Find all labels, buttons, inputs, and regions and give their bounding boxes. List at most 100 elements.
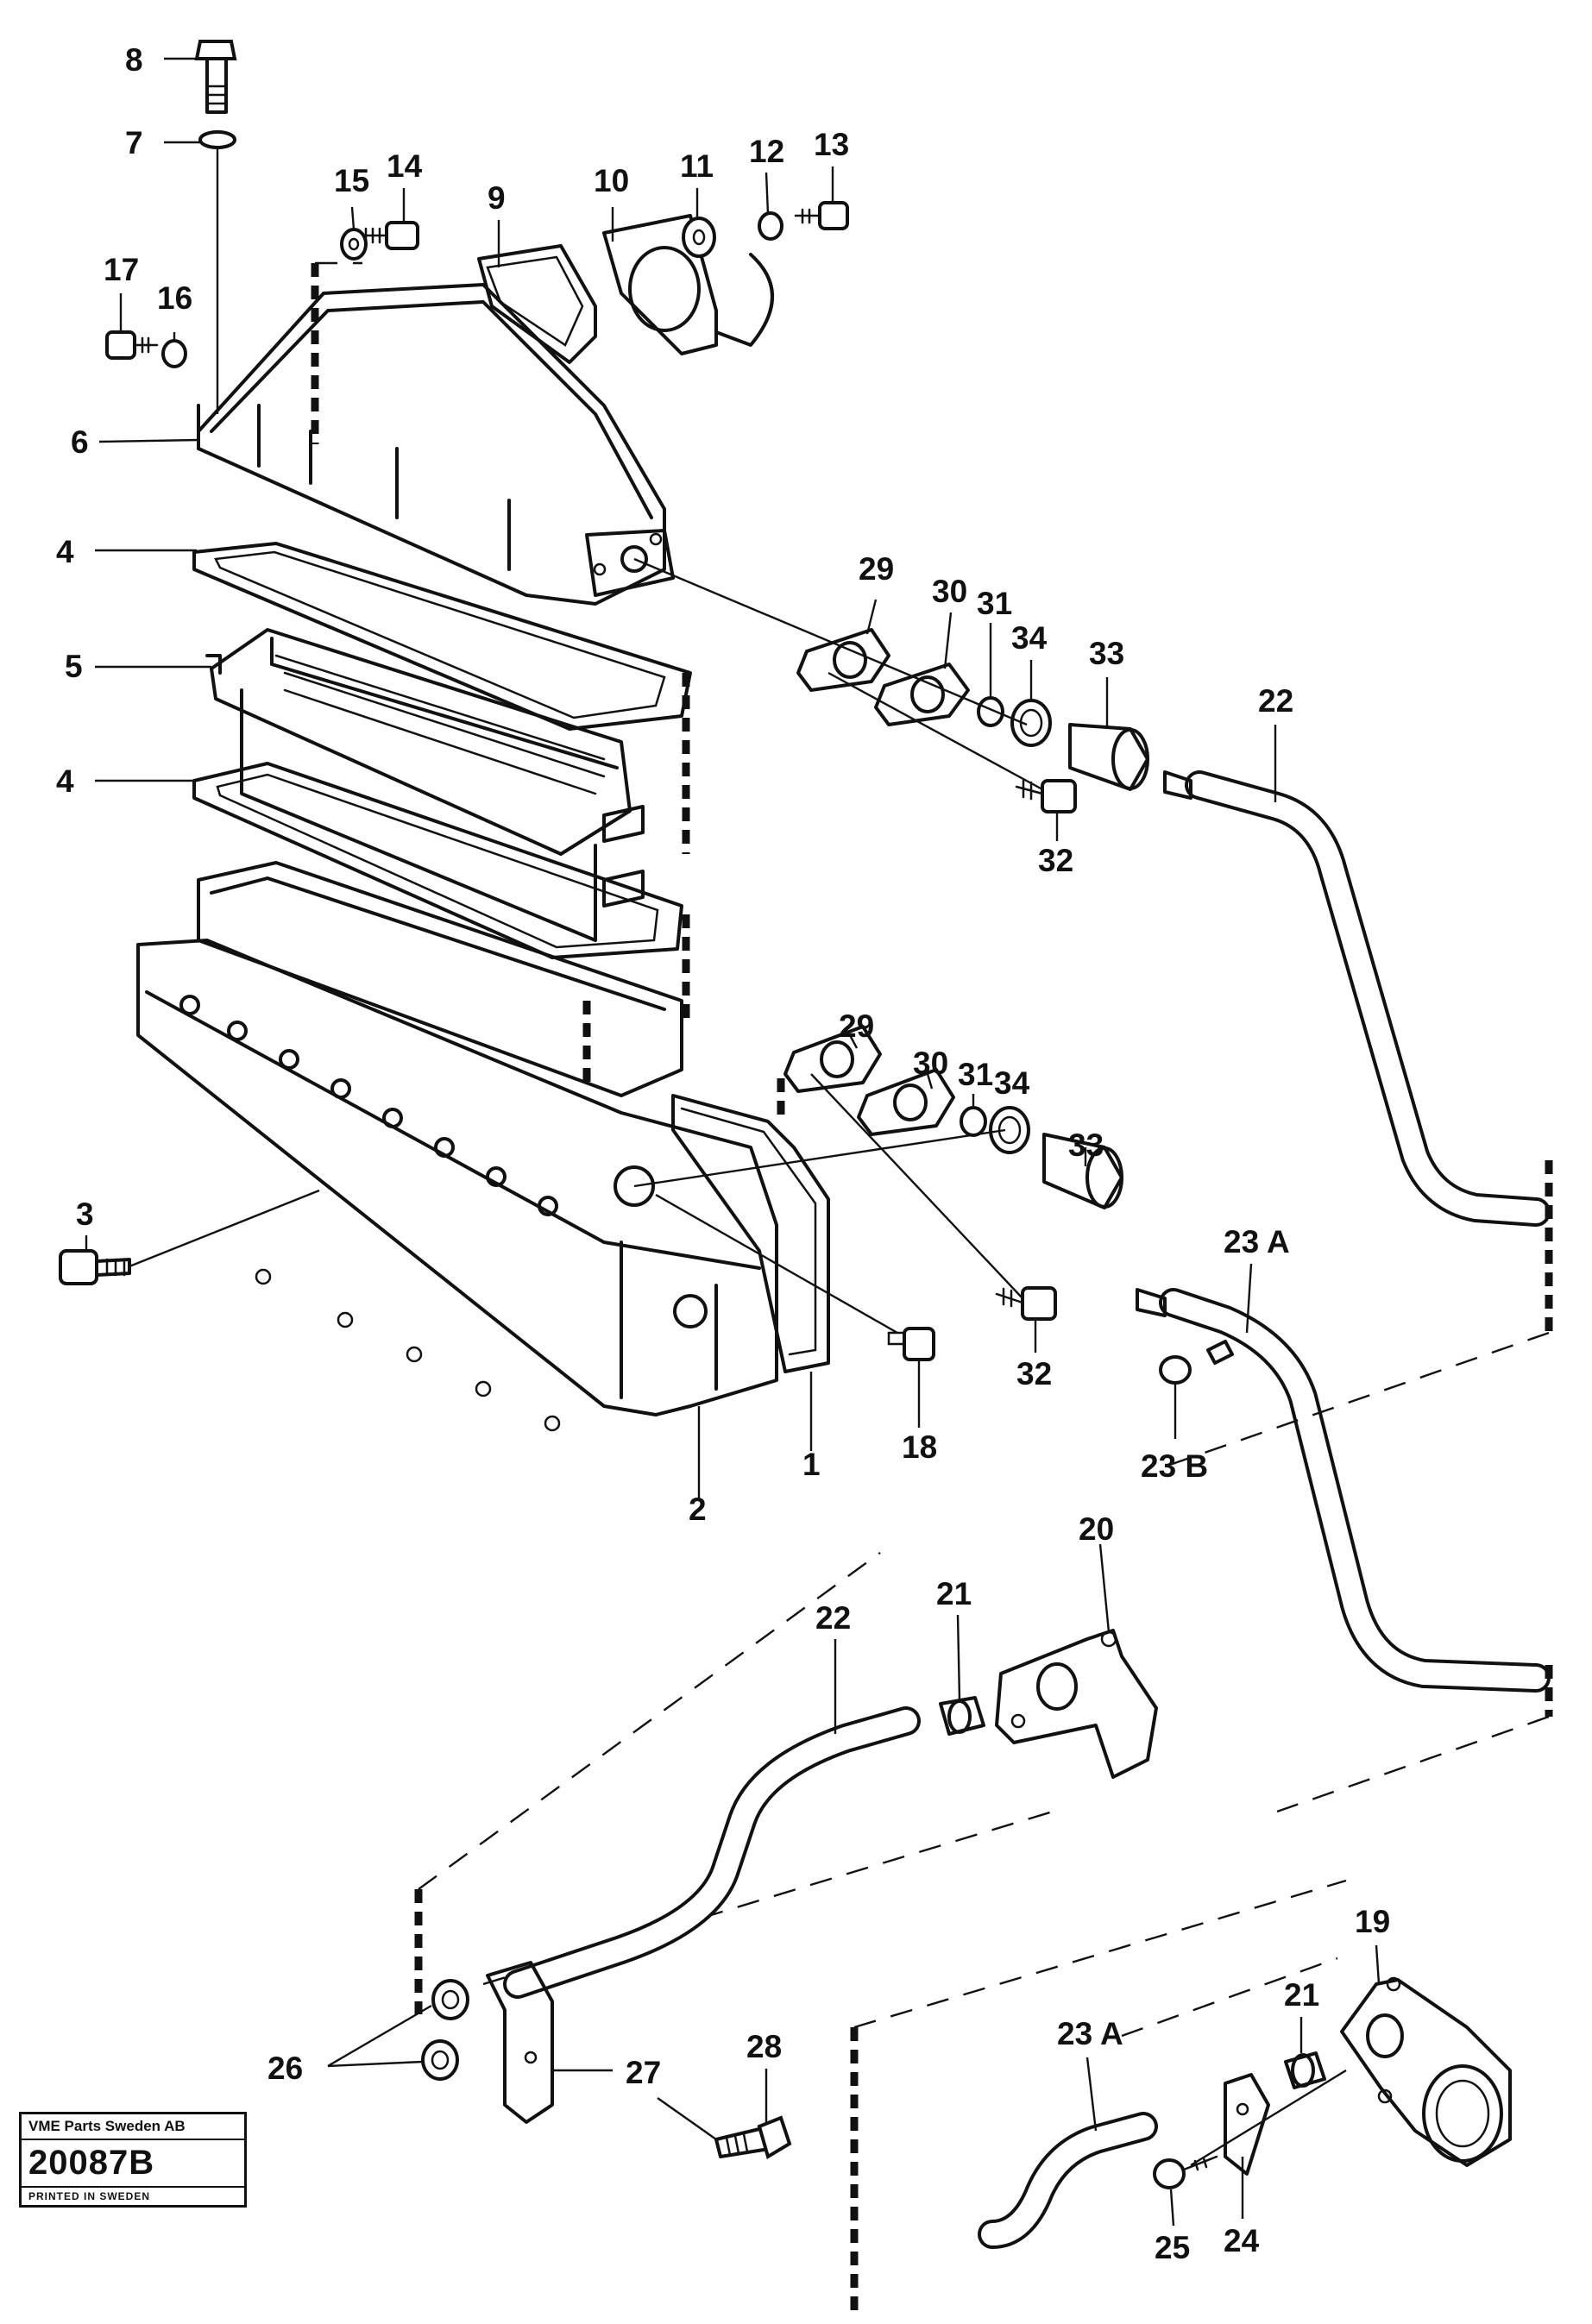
- leader-12: [765, 172, 770, 215]
- callout-21b: 21: [1284, 1977, 1319, 2013]
- flange-29-upper: [796, 628, 890, 692]
- washer-16: [161, 339, 187, 368]
- callout-28: 28: [746, 2029, 782, 2064]
- pipe-23a: [1136, 1288, 1551, 1693]
- dash-connect-1: [418, 1552, 881, 1890]
- dash-connect-4: [1276, 1715, 1550, 1813]
- callout-32b: 32: [1016, 1356, 1052, 1391]
- callout-4b: 4: [56, 763, 74, 799]
- bolt-28: [714, 2115, 792, 2160]
- leader-19: [1375, 1944, 1381, 1985]
- callout-23B: 23 B: [1141, 1448, 1208, 1484]
- callout-33a: 33: [1089, 636, 1124, 671]
- hose-33-lower: [1042, 1133, 1123, 1209]
- leader-27-axis: [657, 2097, 717, 2140]
- rubber-26-lower: [421, 2039, 459, 2081]
- nipple-23b: [1159, 1340, 1234, 1385]
- washer-15: [340, 228, 368, 261]
- leader-18-axis: [655, 1193, 898, 1335]
- bolt-14: [356, 221, 419, 250]
- callout-21a: 21: [936, 1576, 972, 1611]
- callout-31a: 31: [977, 586, 1012, 621]
- gasket-4-lower: [192, 762, 683, 959]
- leader-lower-right-axis: [1190, 2069, 1347, 2167]
- gasket-4-upper: [192, 542, 692, 731]
- leader-lower-axis: [633, 1128, 1006, 1188]
- callout-11: 11: [680, 148, 714, 184]
- cooler-core: [205, 628, 645, 942]
- elbow-20: [995, 1629, 1158, 1779]
- leader-29a: [865, 599, 878, 635]
- leader-32b-axis: [810, 1073, 1023, 1299]
- leader-30b: [926, 1073, 934, 1090]
- dash-connect-5: [853, 1879, 1347, 2029]
- leader-29b: [848, 1034, 859, 1049]
- drawing-stamp: VME Parts Sweden AB 20087B PRINTED IN SW…: [19, 2112, 247, 2208]
- callout-22a: 22: [1258, 683, 1293, 719]
- leader-32a-axis: [827, 671, 1043, 791]
- gasket-9: [477, 244, 597, 364]
- flange-30-upper: [874, 663, 970, 726]
- callout-29b: 29: [839, 1008, 874, 1044]
- callout-9: 9: [488, 180, 506, 216]
- callout-19: 19: [1355, 1904, 1390, 1939]
- manifold-cover: [197, 283, 675, 606]
- callout-22b: 22: [815, 1600, 851, 1636]
- callout-34a: 34: [1011, 620, 1048, 656]
- stamp-number: 20087B: [22, 2140, 244, 2188]
- callout-17: 17: [104, 252, 139, 287]
- plug-18: [887, 1327, 935, 1361]
- clamp-34-lower: [989, 1106, 1030, 1154]
- stamp-printed: PRINTED IN SWEDEN: [28, 2190, 151, 2202]
- leader-6: [98, 438, 199, 443]
- bolt-32-upper: [1015, 779, 1077, 813]
- callout-16: 16: [157, 280, 192, 316]
- leader-25: [1169, 2189, 1175, 2227]
- pipe-22-lower: [503, 1706, 921, 1999]
- leader-3-axis: [129, 1189, 320, 1268]
- leader-23aB: [1085, 2057, 1098, 2132]
- callout-26: 26: [267, 2051, 303, 2086]
- sleeve-21-upper: [939, 1696, 985, 1736]
- manifold-housing: [136, 861, 778, 1432]
- leader-26b: [327, 2060, 424, 2068]
- callout-8: 8: [125, 42, 143, 78]
- flange-29-lower: [783, 1025, 882, 1093]
- dash-connect-2: [482, 1810, 1054, 1986]
- clip-24: [1224, 2073, 1270, 2176]
- stamp-company: VME Parts Sweden AB: [22, 2114, 244, 2140]
- bolt-3: [59, 1249, 131, 1285]
- washer-7: [198, 130, 236, 149]
- rubber-26-upper: [431, 1979, 469, 2020]
- callout-30a: 30: [932, 574, 967, 609]
- clamp-34-upper: [1010, 699, 1052, 747]
- leader-15: [350, 206, 356, 230]
- callout-4a: 4: [56, 534, 74, 569]
- flange-10: [602, 214, 774, 355]
- bolt-13: [794, 201, 849, 230]
- callout-2: 2: [689, 1492, 707, 1527]
- washer-11: [682, 217, 716, 258]
- callout-24: 24: [1224, 2223, 1260, 2258]
- callout-10: 10: [594, 163, 629, 198]
- callout-14: 14: [387, 148, 423, 184]
- bolt-32-lower: [995, 1286, 1057, 1321]
- sleeve-21-lower: [1284, 2051, 1326, 2089]
- oring-31-lower: [960, 1106, 987, 1137]
- callout-18: 18: [902, 1429, 937, 1465]
- callout-5: 5: [65, 649, 83, 684]
- gasket-1: [671, 1094, 830, 1373]
- leader-30a: [943, 612, 953, 669]
- flange-30-lower: [857, 1068, 955, 1136]
- leader-upper-axis: [633, 557, 1028, 726]
- callout-6: 6: [71, 424, 89, 460]
- bolt-17: [105, 330, 159, 360]
- pipe-22-upper: [1163, 770, 1551, 1227]
- leader-21a: [956, 1614, 961, 1700]
- callout-15: 15: [334, 163, 369, 198]
- clamp-27: [486, 1961, 554, 2124]
- callout-25: 25: [1155, 2230, 1190, 2265]
- elbow-19: [1340, 1976, 1512, 2167]
- callout-33b: 33: [1068, 1127, 1104, 1163]
